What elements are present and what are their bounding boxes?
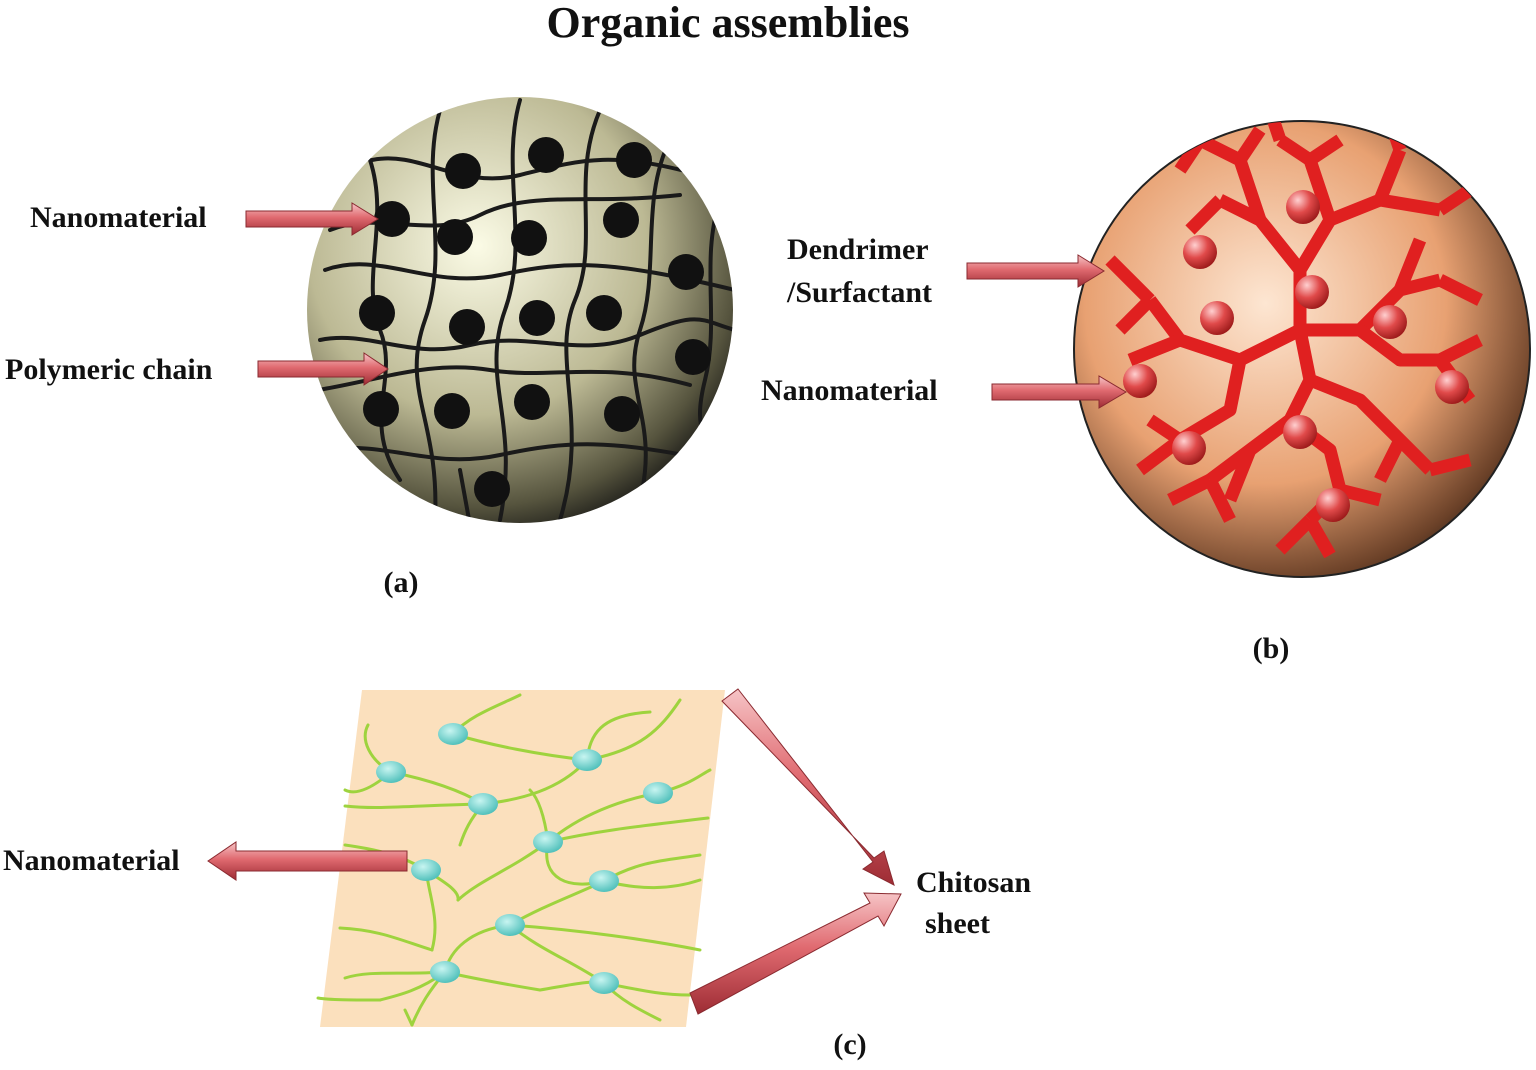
panel-a	[245, 97, 733, 523]
label-polymeric-chain: Polymeric chain	[5, 353, 213, 386]
label-dendrimer-line2: /Surfactant	[787, 276, 932, 309]
arrow-sheet-top	[721, 688, 895, 886]
arrow-dendrimer	[966, 254, 1105, 288]
label-nanomaterial-a: Nanomaterial	[30, 201, 207, 234]
label-chitosan-line1: Chitosan	[916, 866, 1032, 899]
arrow-polymeric-chain	[257, 352, 389, 386]
label-nanomaterial-c: Nanomaterial	[3, 844, 180, 877]
arrow-nanomaterial-b	[991, 375, 1127, 409]
label-nanomaterial-b: Nanomaterial	[761, 374, 938, 407]
nanoparticles-c	[376, 723, 673, 994]
label-dendrimer-line1: Dendrimer	[787, 233, 929, 266]
diagram-title: Organic assemblies	[546, 0, 910, 47]
arrow-sheet-bottom	[689, 892, 902, 1015]
panel-c	[207, 688, 902, 1027]
panel-c-label: (c)	[833, 1028, 867, 1061]
arrow-nanomaterial-a	[245, 202, 379, 236]
panel-b	[966, 120, 1531, 578]
arrow-nanomaterial-c	[207, 841, 408, 881]
panel-a-label: (a)	[383, 566, 419, 599]
panel-b-label: (b)	[1252, 632, 1290, 665]
label-chitosan-line2: sheet	[925, 907, 990, 940]
nanoparticles-b	[1123, 190, 1469, 522]
nanoparticles-a	[359, 137, 711, 507]
